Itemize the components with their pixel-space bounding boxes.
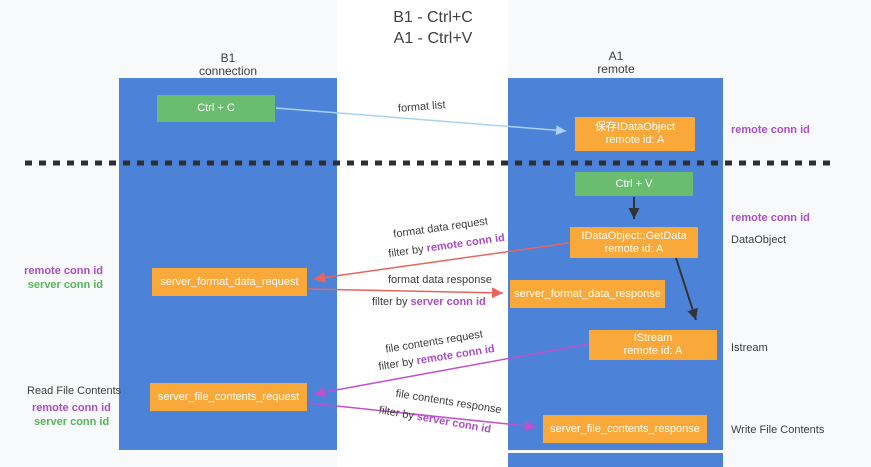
read-remote-conn-id: remote conn id: [32, 402, 111, 414]
node-server-format-data-response: server_format_data_response: [510, 280, 665, 308]
node-istream: IStream remote id: A: [589, 330, 717, 360]
lifeline-a1-stub: [508, 453, 723, 467]
right-remote-conn-id-top: remote conn id: [731, 124, 810, 136]
node-ctrl-c: Ctrl + C: [157, 95, 275, 122]
title-line-1: B1 - Ctrl+C: [393, 9, 473, 26]
left-column-header: B1 connection: [158, 52, 298, 78]
node-server-file-contents-request: server_file_contents_request: [150, 383, 307, 411]
node-server-file-contents-response-label: server_file_contents_response: [550, 422, 700, 435]
node-istream-line2: remote id: A: [623, 345, 683, 357]
node-save-idataobject-line2: remote id: A: [605, 134, 665, 146]
node-ctrl-v: Ctrl + V: [575, 172, 693, 196]
node-server-file-contents-request-label: server_file_contents_request: [157, 390, 300, 403]
format-data-response-filter: filter by server conn id: [372, 296, 486, 309]
node-getdata-line2: remote id: A: [604, 242, 664, 255]
filter-by-text: filter by: [372, 296, 408, 308]
node-getdata-line1: IDataObject::GetData: [581, 229, 687, 242]
node-server-format-data-request-label: server_format_data_request: [160, 275, 299, 288]
diagram-title: B1 - Ctrl+C A1 - Ctrl+V: [333, 7, 533, 49]
right-column-name: A1: [608, 49, 624, 63]
right-column-header: A1 remote: [546, 50, 686, 76]
node-server-format-data-response-label: server_format_data_response: [514, 287, 661, 300]
right-column-role: remote: [597, 62, 635, 76]
node-save-idataobject: 保存IDataObject remote id: A: [575, 117, 695, 151]
right-remote-conn-id-mid: remote conn id: [731, 212, 810, 224]
node-istream-line1: IStream: [633, 332, 673, 344]
node-server-file-contents-response: server_file_contents_response: [543, 415, 707, 443]
read-server-conn-id: server conn id: [34, 416, 110, 428]
title-line-2: A1 - Ctrl+V: [393, 30, 473, 47]
read-file-contents-annotation: Read File Contents: [27, 385, 122, 397]
left-remote-conn-id: remote conn id: [24, 265, 103, 277]
dataobject-annotation: DataObject: [731, 234, 787, 246]
write-file-contents-annotation: Write File Contents: [731, 424, 825, 436]
left-column-role: connection: [198, 64, 258, 78]
server-conn-id-key: server conn id: [410, 296, 486, 308]
node-server-format-data-request: server_format_data_request: [152, 268, 307, 296]
left-server-conn-id: server conn id: [27, 279, 103, 291]
left-column-name: B1: [220, 51, 236, 65]
node-getdata: IDataObject::GetData remote id: A: [570, 227, 698, 258]
istream-annotation: Istream: [731, 342, 768, 354]
format-data-response-label: format data response: [388, 274, 492, 286]
node-save-idataobject-line1: 保存IDataObject: [594, 121, 676, 133]
node-ctrl-v-label: Ctrl + V: [615, 177, 653, 190]
node-ctrl-c-label: Ctrl + C: [197, 102, 235, 114]
